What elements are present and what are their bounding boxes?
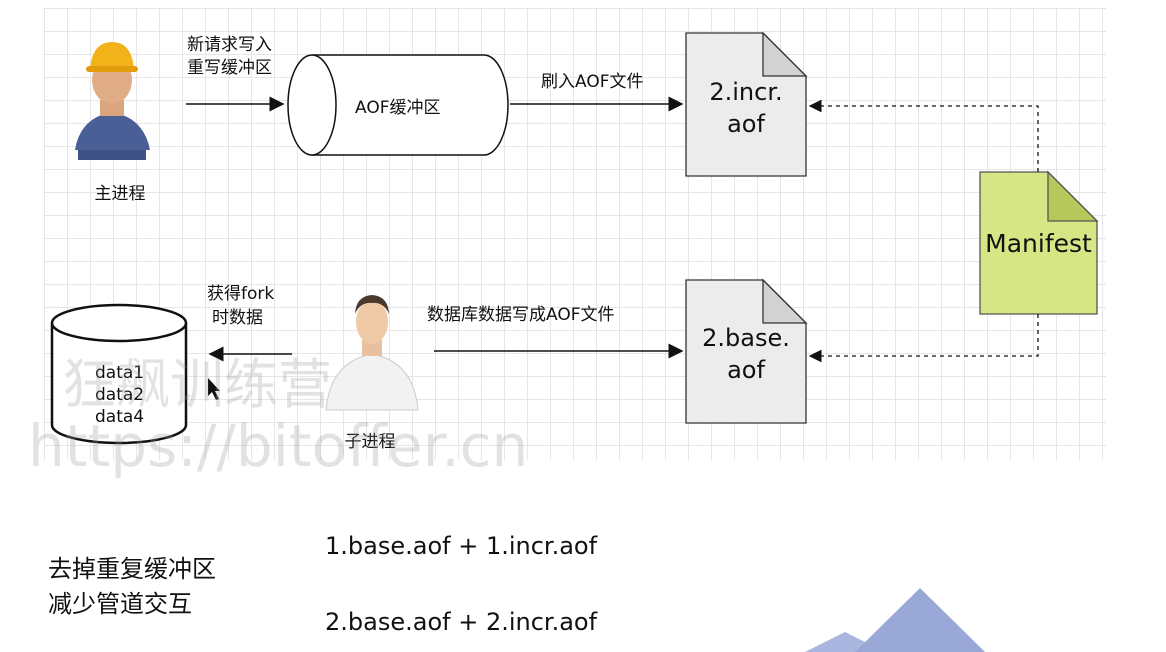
manifest-shape [979,170,1099,315]
fork-label-2: 时数据 [212,308,263,328]
grid-background [44,8,1106,460]
aof-buffer-label: AOF缓冲区 [355,98,441,118]
db-item-3: data4 [95,407,145,427]
incr-file-label-2: aof [727,110,765,138]
formula-2: 2.base.aof + 2.incr.aof [325,608,598,636]
person-icon [325,295,419,411]
incr-file-label-1: 2.incr. [709,78,783,106]
write-aof-label: 数据库数据写成AOF文件 [427,305,615,325]
db-item-1: data1 [95,363,145,383]
watermark-cn: 狂飙训练营 [62,353,332,416]
flush-label: 刷入AOF文件 [541,72,644,92]
watermark-url: https://bitoffer.cn [28,412,529,480]
main-process-label: 主进程 [94,184,146,204]
decor-triangle-2 [855,588,985,652]
cursor-icon [208,378,220,400]
new-request-label-2: 重写缓冲区 [187,58,272,78]
formula-1: 1.base.aof + 1.incr.aof [325,532,598,560]
manifest-to-incr-arrow [808,99,1039,172]
worker-icon [75,42,150,160]
note-left-line2: 减少管道交互 [48,590,192,618]
new-request-label-1: 新请求写入 [187,35,272,55]
incr-file-shape [685,31,808,177]
aof-buffer-cylinder [287,54,509,156]
base-file-label-2: aof [727,356,765,384]
base-file-label-1: 2.base. [702,324,790,352]
base-file-shape [685,278,808,424]
child-process-label: 子进程 [344,432,396,452]
manifest-to-base-arrow [808,314,1039,363]
note-left-line1: 去掉重复缓冲区 [48,555,216,583]
fork-label-1: 获得fork [207,284,275,304]
database-cylinder [50,303,188,445]
manifest-label: Manifest [985,229,1092,258]
db-item-2: data2 [95,385,145,405]
